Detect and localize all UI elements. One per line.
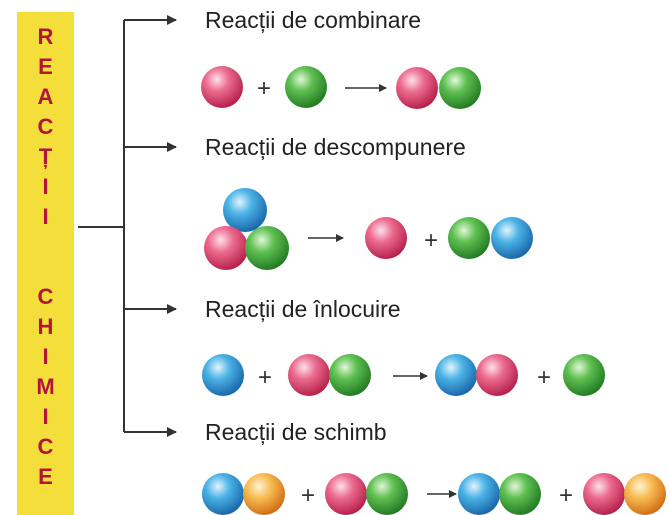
red-atom (583, 473, 625, 515)
side-letter: I (42, 204, 49, 229)
plus-sign: + (537, 364, 551, 391)
side-letter: A (37, 84, 54, 109)
red-atom (476, 354, 518, 396)
heading-combinare: Reacții de combinare (205, 7, 422, 33)
equation-inlocuire: + + (202, 354, 605, 396)
plus-sign: + (559, 482, 573, 509)
plus-sign: + (424, 227, 438, 254)
connector-tree (78, 15, 177, 437)
side-letter: H (37, 314, 54, 339)
side-letter: Ț (38, 144, 53, 169)
side-letter: E (38, 464, 53, 489)
blue-atom (202, 354, 244, 396)
green-atom (329, 354, 371, 396)
side-letter: C (37, 434, 54, 459)
red-atom (365, 217, 407, 259)
equation-descompunere: + (204, 188, 533, 270)
red-atom (288, 354, 330, 396)
plus-sign: + (258, 364, 272, 391)
side-title-banner: R E A C Ț I I C H I M I C E (17, 12, 74, 515)
blue-atom (458, 473, 500, 515)
blue-atom (491, 217, 533, 259)
green-atom (366, 473, 408, 515)
green-atom (563, 354, 605, 396)
heading-inlocuire: Reacții de înlocuire (205, 296, 401, 322)
blue-atom (202, 473, 244, 515)
side-letter: I (42, 344, 49, 369)
green-atom (245, 226, 289, 270)
red-atom (325, 473, 367, 515)
orange-atom (624, 473, 666, 515)
side-letter: R (37, 24, 54, 49)
red-atom (201, 66, 243, 108)
side-letter: C (37, 284, 54, 309)
plus-sign: + (257, 75, 271, 102)
plus-sign: + (301, 482, 315, 509)
green-atom (499, 473, 541, 515)
side-letter: C (37, 114, 54, 139)
orange-atom (243, 473, 285, 515)
side-letter: E (38, 54, 53, 79)
equation-schimb: + + (202, 473, 666, 515)
green-atom (285, 66, 327, 108)
heading-descompunere: Reacții de descompunere (205, 134, 466, 160)
blue-atom (435, 354, 477, 396)
equation-combinare: + (201, 66, 481, 109)
side-letter: M (36, 374, 55, 399)
red-atom (204, 226, 248, 270)
side-letter: I (42, 404, 49, 429)
heading-schimb: Reacții de schimb (205, 419, 387, 445)
red-atom (396, 67, 438, 109)
green-atom (448, 217, 490, 259)
green-atom (439, 67, 481, 109)
blue-atom (223, 188, 267, 232)
side-letter: I (42, 174, 49, 199)
